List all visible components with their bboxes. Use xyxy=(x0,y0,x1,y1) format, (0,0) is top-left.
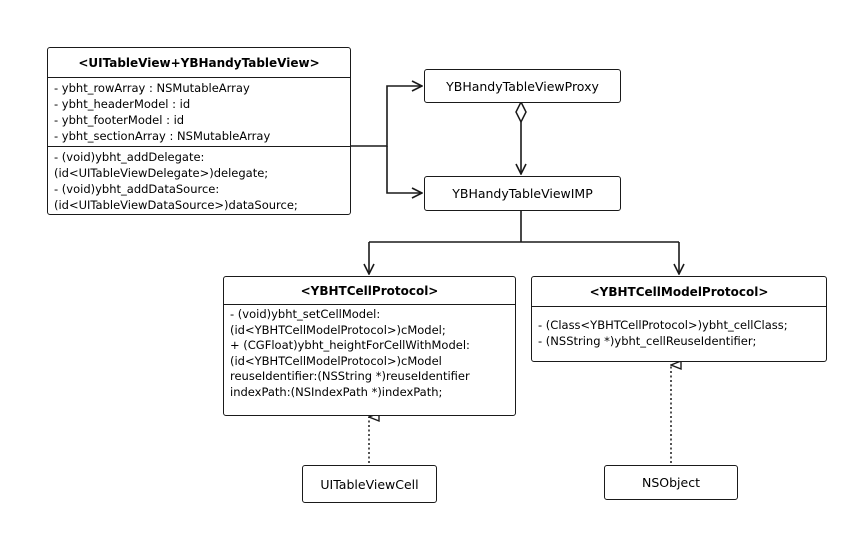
attribute: - ybht_rowArray : NSMutableArray xyxy=(54,81,250,95)
cell-model-protocol-methods: - (Class<YBHTCellProtocol>)ybht_cellClas… xyxy=(532,307,826,351)
method-line: + (CGFloat)ybht_heightForCellWithModel: xyxy=(230,338,470,352)
method-line: reuseIdentifier:(NSString *)reuseIdentif… xyxy=(230,369,470,383)
uitableviewcell-label: UITableViewCell xyxy=(320,476,419,492)
method-line: (id<UITableViewDataSource>)dataSource; xyxy=(54,198,298,212)
method-line: indexPath:(NSIndexPath *)indexPath; xyxy=(230,384,443,399)
method-line: - (void)ybht_setCellModel: xyxy=(230,307,381,321)
cell-model-protocol-title: <YBHTCellModelProtocol> xyxy=(532,277,826,307)
cell-protocol-methods: - (void)ybht_setCellModel: (id<YBHTCellM… xyxy=(224,305,515,402)
method-line: - (NSString *)ybht_cellReuseIdentifier; xyxy=(538,334,757,348)
attribute: - ybht_footerModel : id xyxy=(54,113,185,127)
attribute: - ybht_headerModel : id xyxy=(54,97,191,111)
imp-label: YBHandyTableViewIMP xyxy=(452,186,593,201)
uitableviewcell-class: UITableViewCell xyxy=(302,465,437,503)
aggregation-diamond xyxy=(515,100,527,124)
edge-imp-to-protocols xyxy=(369,211,679,243)
nsobject-class: NSObject xyxy=(604,465,738,500)
tableview-category-class: <UITableView+YBHandyTableView> - ybht_ro… xyxy=(47,47,351,215)
nsobject-label: NSObject xyxy=(642,475,700,490)
edge-tableview-to-proxy xyxy=(350,86,422,147)
imp-class: YBHandyTableViewIMP xyxy=(424,176,621,211)
cell-protocol-box: <YBHTCellProtocol> - (void)ybht_setCellM… xyxy=(223,276,516,416)
tableview-category-title: <UITableView+YBHandyTableView> xyxy=(48,48,350,78)
proxy-class: YBHandyTableViewProxy xyxy=(424,69,621,103)
method-line: (id<YBHTCellModelProtocol>)cModel xyxy=(230,353,442,368)
attribute: - ybht_sectionArray : NSMutableArray xyxy=(54,129,271,143)
proxy-label: YBHandyTableViewProxy xyxy=(446,78,599,94)
tableview-methods: - (void)ybht_addDelegate: (id<UITableVie… xyxy=(48,146,350,215)
edge-tableview-to-imp xyxy=(386,146,422,193)
tableview-attributes: - ybht_rowArray : NSMutableArray - ybht_… xyxy=(48,78,350,146)
cell-model-protocol-box: <YBHTCellModelProtocol> - (Class<YBHTCel… xyxy=(531,276,827,362)
method-line: (id<YBHTCellModelProtocol>)cModel; xyxy=(230,322,446,337)
cell-protocol-title: <YBHTCellProtocol> xyxy=(224,277,515,305)
method-line: - (void)ybht_addDelegate: xyxy=(54,150,205,164)
method-line: - (void)ybht_addDataSource: xyxy=(54,182,220,196)
method-line: (id<UITableViewDelegate>)delegate; xyxy=(54,166,269,180)
method-line: - (Class<YBHTCellProtocol>)ybht_cellClas… xyxy=(538,318,788,332)
